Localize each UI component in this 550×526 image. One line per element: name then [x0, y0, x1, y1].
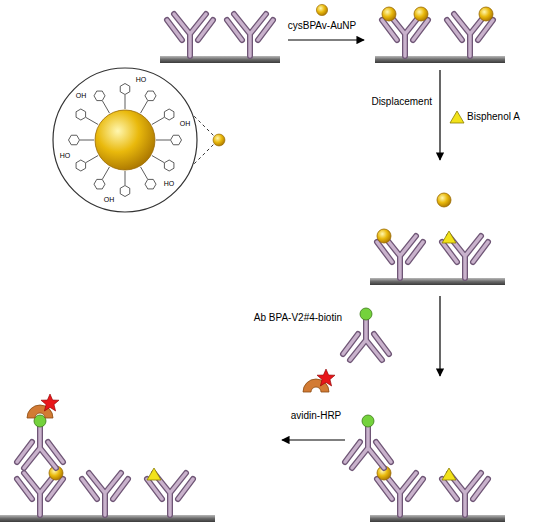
sensor-surface-2-use: [414, 7, 428, 21]
ligand-chains-line: [141, 167, 148, 179]
sensor-surface-1-use: [167, 14, 213, 56]
ligand-chains-line: [125, 171, 126, 185]
ligand-chains-path: [76, 160, 86, 171]
ligand-chains-line: [80, 140, 94, 141]
sensor-surface-5-use: [147, 468, 161, 480]
sensor-surface-1-rect: [160, 56, 280, 63]
sensor-surface-4-use: [345, 426, 391, 468]
sensor-surface-3-use: [377, 229, 391, 243]
arrow-4: [282, 369, 345, 440]
arrow-3: [343, 296, 440, 376]
chemical-group: HO: [136, 76, 147, 84]
reagent-label: Ab BPA-V2#4-biotin: [254, 312, 342, 324]
nanoparticle-inset-circle: [95, 110, 155, 170]
sensor-surface-4-rect: [370, 515, 505, 522]
step-label: Displacement: [371, 96, 432, 108]
sensor-surface-3-use: [442, 231, 456, 243]
sensor-surface-4-use: [362, 415, 374, 427]
ligand-chains-path: [94, 91, 105, 101]
chemical-group: OH: [180, 120, 191, 128]
ligand-chains-path: [164, 160, 174, 171]
ligand-chains-path: [94, 179, 105, 189]
arrow-1-use: [316, 4, 327, 15]
displacement-arrow-use: [450, 111, 464, 123]
ligand-chains-path: [120, 84, 130, 95]
sensor-surface-1-use: [227, 14, 273, 56]
sensor-surface-2: [375, 7, 505, 63]
nanoparticle-inset-use: [213, 134, 225, 146]
arrow-3-use: [343, 318, 389, 360]
nanoparticle-inset: [53, 68, 225, 212]
ligand-chains-line: [152, 156, 164, 163]
arrow-4-use: [317, 369, 335, 386]
sensor-surface-2-use: [382, 7, 396, 21]
chemical-group: OH: [76, 92, 87, 100]
displacement-arrow-line: [439, 70, 440, 160]
arrow-3-line: [439, 296, 440, 376]
arrow-3-use: [360, 308, 372, 320]
sensor-surface-5-use: [17, 426, 63, 468]
ligand-chains-path: [164, 109, 174, 120]
sensor-surface-4: [345, 415, 505, 522]
ligand-chains-path: [171, 135, 182, 145]
ligand-chains: [69, 84, 182, 197]
chemical-group: OH: [104, 196, 115, 204]
sensor-surface-3-rect: [370, 278, 505, 285]
sensor-surface-5-use: [34, 415, 46, 427]
ligand-chains-path: [69, 135, 80, 145]
ligand-chains-line: [86, 118, 98, 125]
sensor-surface-5-use: [82, 473, 128, 515]
reagent-label: avidin-HRP: [291, 410, 342, 422]
ligand-chains-line: [141, 101, 148, 113]
analyte-label: Bisphenol A: [467, 111, 520, 123]
sensor-surface-5-use: [41, 394, 59, 411]
arrow-1-line: [288, 39, 364, 40]
ligand-chains-line: [86, 156, 98, 163]
sensor-surface-3-use: [437, 193, 451, 207]
ligand-chains-path: [145, 179, 156, 189]
ligand-chains-path: [145, 91, 156, 101]
sensor-surface-5: [0, 394, 215, 522]
reagent-label: cysBPAv-AuNP: [288, 20, 357, 32]
chemical-group: HO: [164, 180, 175, 188]
ligand-chains-line: [125, 95, 126, 109]
ligand-chains-line: [103, 167, 110, 179]
ligand-chains-path: [120, 186, 130, 197]
sensor-surface-2-rect: [375, 56, 505, 63]
ligand-chains-line: [152, 118, 164, 125]
sensor-surface-4-use: [442, 468, 456, 480]
sensor-surface-2-use: [479, 7, 493, 21]
ligand-chains-path: [76, 109, 86, 120]
sensor-surface-1: [160, 14, 280, 63]
nanoparticle-inset-circle: [53, 68, 197, 212]
arrow-1: [288, 4, 364, 40]
arrow-4-line: [282, 439, 345, 440]
ligand-chains-line: [103, 101, 110, 113]
displacement-arrow: [440, 70, 464, 160]
chemical-group: HO: [60, 152, 71, 160]
ligand-chains-line: [156, 140, 170, 141]
sensor-surface-3: [370, 193, 505, 285]
